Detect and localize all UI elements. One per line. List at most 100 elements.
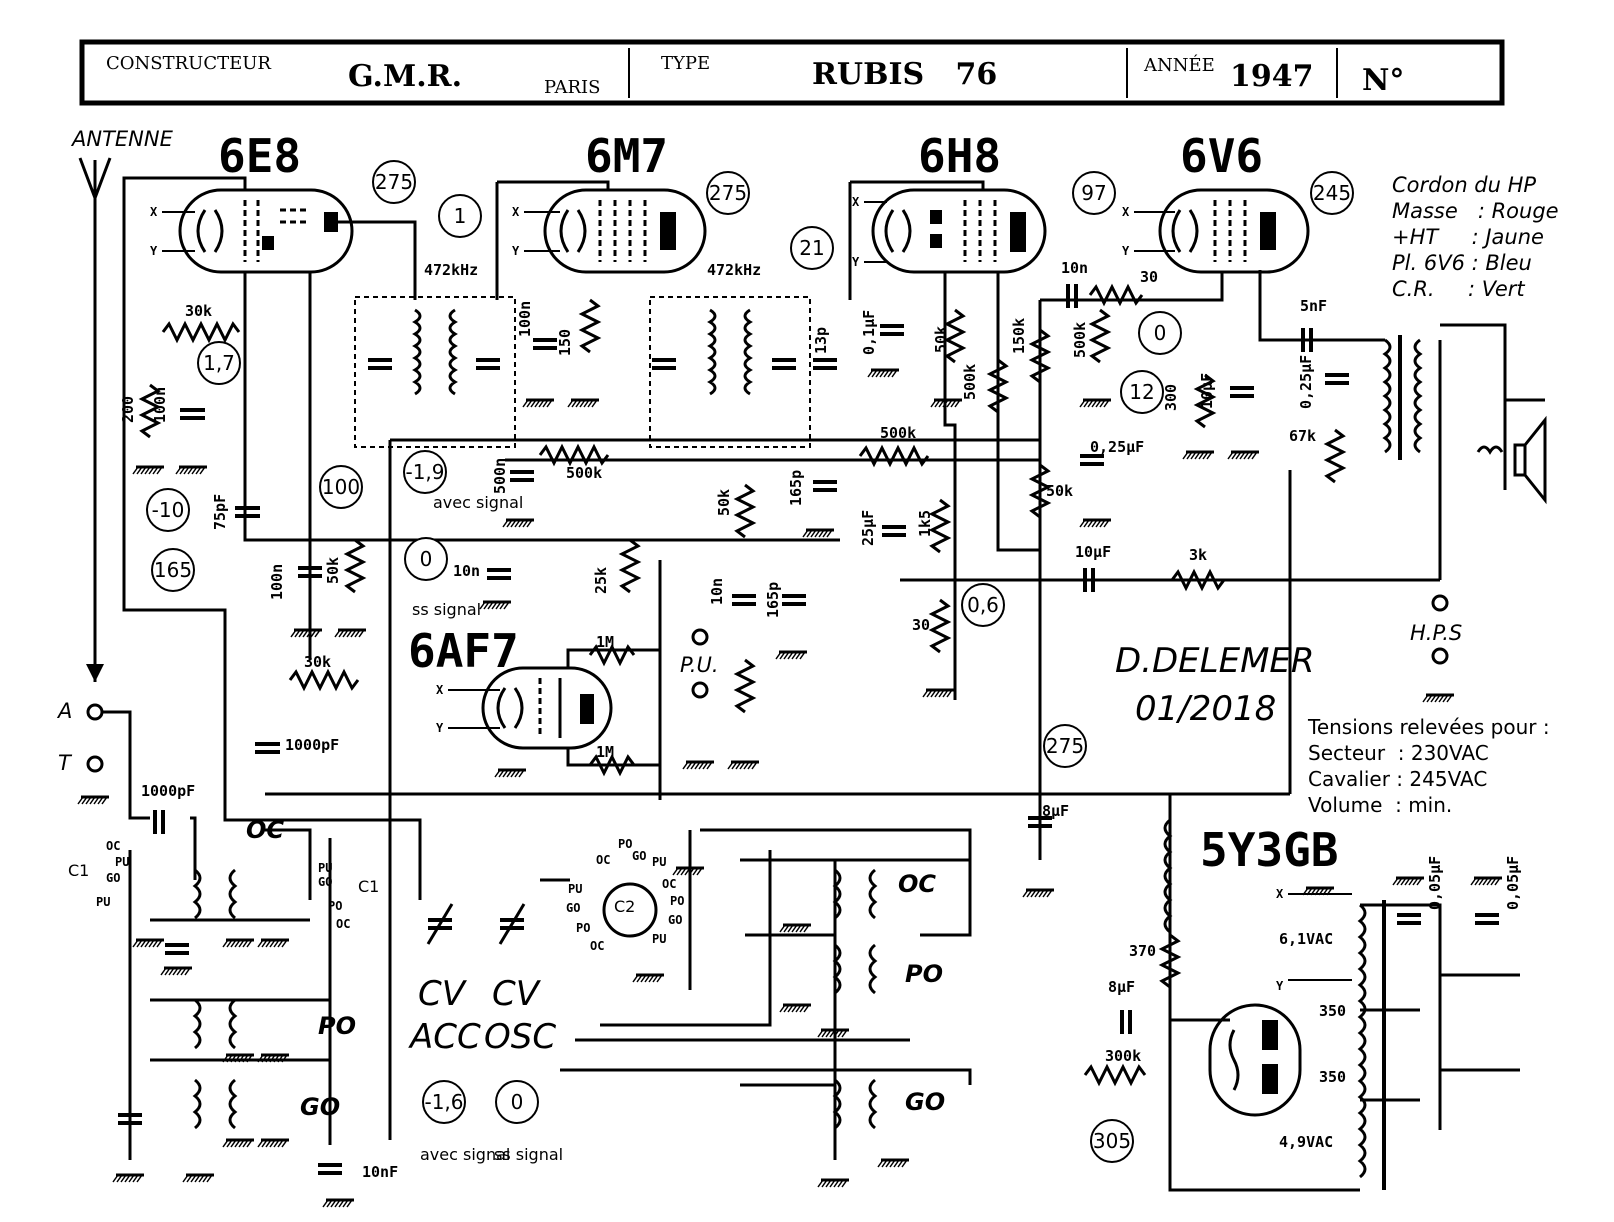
component-value: 1k5 — [916, 510, 934, 537]
svg-text:X: X — [512, 205, 520, 219]
if-freq-1: 472kHz — [424, 261, 478, 279]
component-value: 30k — [304, 653, 331, 671]
ground-symbol — [222, 938, 254, 948]
voltage-value: 97 — [1081, 181, 1106, 205]
svg-text:GO: GO — [632, 849, 646, 863]
component-value: 10n — [1061, 259, 1088, 277]
svg-text:Y: Y — [436, 721, 444, 735]
voltage-marker: 12 — [1120, 370, 1164, 414]
component-value: 10nF — [362, 1163, 398, 1181]
voltage-value: -1,6 — [424, 1090, 463, 1114]
component-value: 300 — [1162, 384, 1180, 411]
notes-title: Tensions relevées pour : — [1307, 715, 1550, 739]
band-po-2: PO — [905, 960, 943, 988]
svg-text:X: X — [150, 205, 158, 219]
ground-symbol — [930, 398, 962, 408]
svg-text:PU: PU — [96, 895, 110, 909]
note-avec-signal-2: avec signal — [420, 1145, 510, 1164]
voltage-marker: -10 — [146, 488, 190, 532]
component-value: 1M — [596, 743, 614, 761]
component-value: 10µF — [1198, 373, 1216, 409]
voltage-value: 1,7 — [203, 351, 235, 375]
svg-text:Y: Y — [150, 244, 158, 258]
voltage-marker: 0,6 — [961, 583, 1005, 627]
component-value: 8µF — [1042, 802, 1069, 820]
notes-line-1: Secteur : 230VAC — [1308, 741, 1489, 765]
component-value: 100n — [268, 564, 286, 600]
coils — [192, 308, 1547, 1190]
component-value: 0,05µF — [1504, 856, 1522, 910]
note-ss-signal-1: ss signal — [412, 600, 481, 619]
capacitors — [118, 284, 1499, 1175]
voltage-marker: 21 — [790, 226, 834, 270]
component-value: 0,1µF — [860, 310, 878, 355]
ground-symbol — [494, 768, 526, 778]
svg-text:PO: PO — [670, 894, 684, 908]
voltage-marker: 165 — [151, 548, 195, 592]
voltage-value: -1,9 — [405, 460, 444, 484]
component-value: 8µF — [1108, 978, 1135, 996]
ground-symbol — [1302, 886, 1334, 896]
svg-text:PU: PU — [115, 855, 129, 869]
ground-symbol — [1422, 693, 1454, 703]
ground-symbol — [727, 760, 759, 770]
ground-symbol — [672, 866, 704, 876]
component-value: 0,25µF — [1090, 438, 1144, 456]
ground-symbol — [479, 600, 511, 610]
ground-symbol — [817, 1178, 849, 1188]
component-value: 30k — [185, 302, 212, 320]
cord-title: Cordon du HP — [1392, 173, 1536, 197]
component-value: 50k — [932, 326, 950, 353]
svg-text:X: X — [436, 683, 444, 697]
component-value: 300k — [1105, 1047, 1141, 1065]
component-value: 50k — [715, 489, 733, 516]
city-label: PARIS — [544, 77, 600, 98]
terminal-t-label: T — [58, 751, 73, 775]
voltage-value: 275 — [709, 181, 747, 205]
svg-text:OC: OC — [590, 939, 604, 953]
ground-symbol — [222, 1138, 254, 1148]
component-value: 30 — [1140, 268, 1158, 286]
component-value: 370 — [1129, 942, 1156, 960]
voltage-value: 1 — [454, 204, 467, 228]
voltage-value: 100 — [322, 475, 360, 499]
component-value: 75pF — [211, 494, 229, 530]
band-oc-2: OC — [898, 870, 936, 898]
voltage-value: 305 — [1093, 1129, 1131, 1153]
ground-symbol — [522, 398, 554, 408]
component-value: 1000pF — [141, 782, 195, 800]
cord-line-4: C.R. : Vert — [1392, 277, 1525, 301]
ground-symbol — [77, 795, 109, 805]
component-value: 5nF — [1300, 297, 1327, 315]
component-value: 25µF — [859, 510, 877, 546]
svg-text:GO: GO — [106, 871, 120, 885]
band-oc-1: OC — [246, 816, 284, 844]
component-value: 10µF — [1075, 543, 1111, 561]
ground-symbol — [132, 938, 164, 948]
band-go-1: GO — [300, 1093, 340, 1121]
component-value: 100n — [151, 387, 169, 423]
component-value: 25k — [592, 567, 610, 594]
voltage-value: 165 — [154, 558, 192, 582]
switch-labels: C1 C1 C2 OC PU GO PU PU GO PO OC PO GO P… — [68, 837, 684, 953]
voltage-value: 0 — [1154, 321, 1167, 345]
voltage-marker: 97 — [1072, 171, 1116, 215]
band-go-2: GO — [905, 1088, 945, 1116]
switch-c2: C2 — [614, 897, 635, 916]
voltage-marker: 275 — [372, 160, 416, 204]
tube-6h8-label: 6H8 — [918, 129, 1001, 183]
component-value: 500k — [1071, 322, 1089, 358]
component-value: 500k — [961, 364, 979, 400]
tube-6v6-label: 6V6 — [1180, 129, 1263, 183]
constructeur-name: G.M.R. — [348, 59, 462, 94]
speaker-cord-legend: Cordon du HP Masse : Rouge +HT : Jaune P… — [1392, 173, 1559, 301]
voltage-marker: 245 — [1310, 171, 1354, 215]
svg-text:GO: GO — [318, 875, 332, 889]
component-value: 350 — [1319, 1068, 1346, 1086]
cord-line-2: +HT : Jaune — [1392, 225, 1544, 249]
voltage-marker: 275 — [706, 171, 750, 215]
svg-text:Y: Y — [1276, 979, 1284, 993]
